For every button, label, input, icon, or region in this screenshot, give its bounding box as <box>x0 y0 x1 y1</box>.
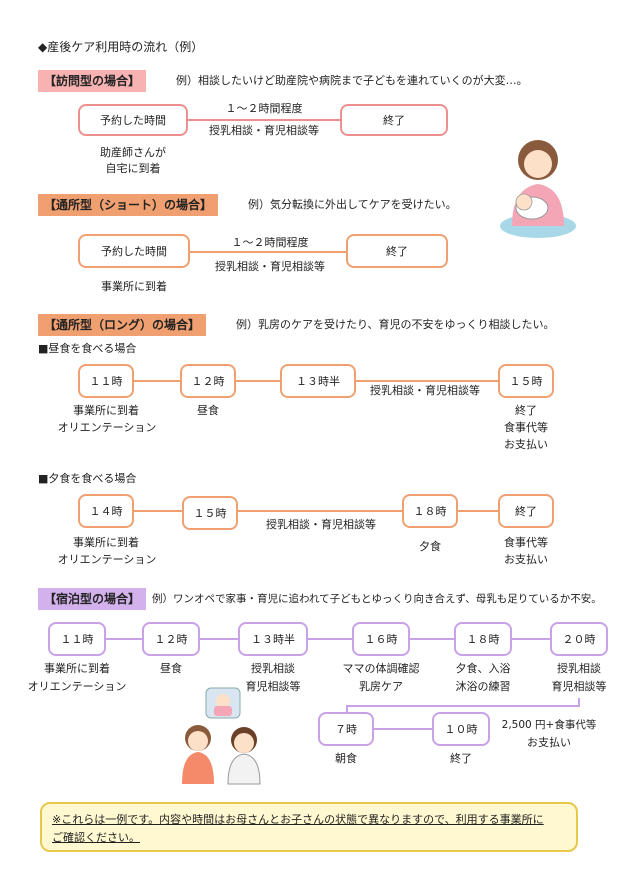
visit-content: 授乳相談・育児相談等 <box>209 124 319 137</box>
stay-note-5b: 沐浴の練習 <box>455 680 511 693</box>
stay-box-5: １８時 <box>454 622 512 656</box>
dinner-mid-content: 授乳相談・育児相談等 <box>266 518 376 531</box>
short-example: 例）気分転換に外出してケアを受けたい。 <box>248 198 457 211</box>
stay-example: 例）ワンオペで家事・育児に追われて子どもとゆっくり向き合えず、母乳も足りているか… <box>152 593 602 605</box>
stay-box-7: ７時 <box>318 712 374 746</box>
stay-return-line <box>346 705 580 707</box>
lunch-note-1b: オリエンテーション <box>57 421 157 434</box>
stay-note-1b: オリエンテーション <box>27 680 127 693</box>
lunch-note-2: 昼食 <box>197 404 219 417</box>
stay-connector-bottom <box>372 728 434 730</box>
stay-note-4b: 乳房ケア <box>359 680 403 693</box>
stay-note-6b: 育児相談等 <box>551 680 607 693</box>
stay-note-5a: 夕食、入浴 <box>455 662 511 675</box>
lunch-box-2: １２時 <box>180 364 236 398</box>
stay-note-6a: 授乳相談 <box>557 662 601 675</box>
dinner-box-1: １４時 <box>78 494 134 528</box>
long-example: 例）乳房のケアを受けたり、育児の不安をゆっくり相談したい。 <box>236 318 555 331</box>
mother-baby-illustration <box>500 140 576 238</box>
lunch-box-3: １３時半 <box>280 364 356 398</box>
footer-line-1: ※これらは一例です。内容や時間はお母さんとお子さんの状態で異なりますので、利用す… <box>52 813 544 826</box>
stay-note-1a: 事業所に到着 <box>44 662 110 675</box>
dinner-connector <box>132 510 528 512</box>
stay-note-7: 朝食 <box>335 752 357 765</box>
page-title: ◆産後ケア利用時の流れ（例） <box>38 40 204 54</box>
visit-end-box: 終了 <box>340 104 448 136</box>
stay-pay-2: お支払い <box>527 736 571 749</box>
stay-note-3a: 授乳相談 <box>251 662 295 675</box>
stay-box-6: ２０時 <box>550 622 608 656</box>
stay-drop-left <box>346 705 348 713</box>
dinner-box-2: １５時 <box>182 496 238 530</box>
lunch-note-4a: 終了 <box>515 404 537 417</box>
visit-example: 例）相談したいけど助産院や病院まで子どもを連れていくのが大変…。 <box>176 74 528 87</box>
visit-start-box: 予約した時間 <box>78 104 188 136</box>
visit-note-2: 自宅に到着 <box>105 162 161 175</box>
lunch-note-4c: お支払い <box>504 438 548 451</box>
footer-line-2: ご確認ください。 <box>52 831 140 844</box>
short-end-box: 終了 <box>346 234 448 268</box>
short-connector <box>188 251 348 253</box>
short-note: 事業所に到着 <box>101 280 167 293</box>
visit-duration: １～２時間程度 <box>225 102 303 115</box>
stay-note-2: 昼食 <box>160 662 182 675</box>
stay-note-8: 終了 <box>450 752 472 765</box>
short-start-box: 予約した時間 <box>78 234 190 268</box>
short-duration: １～２時間程度 <box>231 236 309 249</box>
visit-connector <box>186 119 342 121</box>
lunch-box-1: １１時 <box>78 364 134 398</box>
stay-box-3: １３時半 <box>238 622 308 656</box>
stay-header: 【宿泊型の場合】 <box>38 588 147 610</box>
long-header: 【通所型（ロング）の場合】 <box>38 314 207 336</box>
stay-box-4: １６時 <box>352 622 410 656</box>
dinner-note-3: 夕食 <box>419 540 441 553</box>
staff-illustration <box>182 687 261 785</box>
dinner-note-1b: オリエンテーション <box>57 553 157 566</box>
dinner-box-3: １８時 <box>402 494 458 528</box>
stay-box-1: １１時 <box>48 622 106 656</box>
stay-box-8: １０時 <box>432 712 490 746</box>
lunch-label: ■昼食を食べる場合 <box>38 342 137 355</box>
dinner-note-1a: 事業所に到着 <box>73 536 139 549</box>
lunch-box-4: １５時 <box>498 364 554 398</box>
footer-notice: ※これらは一例です。内容や時間はお母さんとお子さんの状態で異なりますので、利用す… <box>40 802 578 852</box>
dinner-note-4b: お支払い <box>504 553 548 566</box>
dinner-note-4a: 食事代等 <box>504 536 548 549</box>
short-content: 授乳相談・育児相談等 <box>215 260 325 273</box>
lunch-note-1a: 事業所に到着 <box>73 404 139 417</box>
lunch-note-4b: 食事代等 <box>504 421 548 434</box>
dinner-box-4: 終了 <box>498 494 554 528</box>
dinner-label: ■夕食を食べる場合 <box>38 472 137 485</box>
stay-pay-1: 2,500 円+食事代等 <box>501 719 597 731</box>
lunch-mid-content: 授乳相談・育児相談等 <box>370 384 480 397</box>
visit-note-1: 助産師さんが <box>100 146 166 159</box>
short-header: 【通所型（ショート）の場合】 <box>38 194 219 216</box>
stay-note-4a: ママの体調確認 <box>342 662 420 675</box>
stay-box-2: １２時 <box>142 622 200 656</box>
stay-connector-top <box>104 638 560 640</box>
stay-drop-right <box>578 698 580 706</box>
stay-note-3b: 育児相談等 <box>245 680 301 693</box>
visit-header: 【訪問型の場合】 <box>38 70 147 92</box>
